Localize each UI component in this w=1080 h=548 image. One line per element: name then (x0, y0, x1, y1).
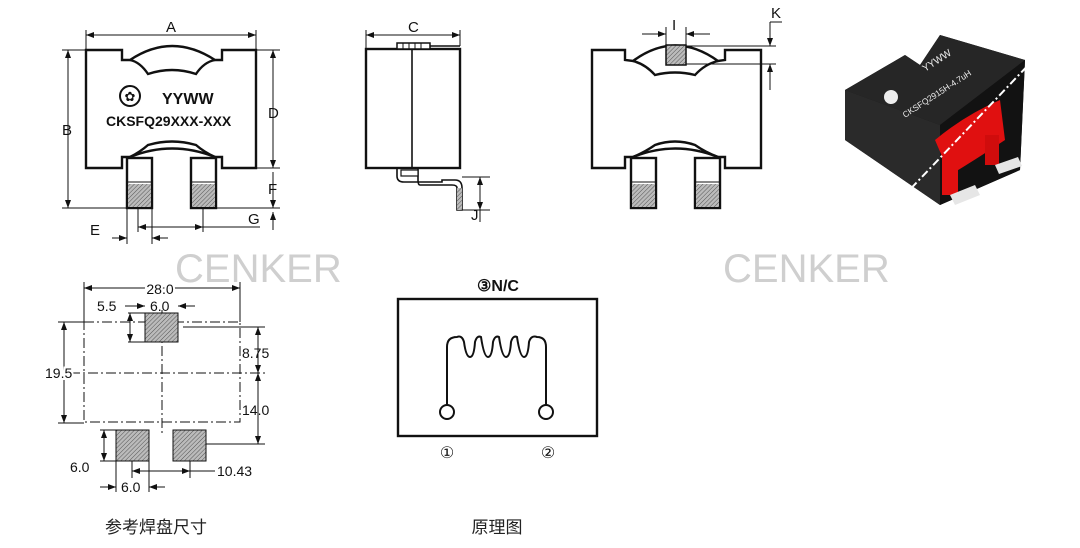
pin3-label: ③N/C (477, 278, 519, 295)
dim-label-c: C (408, 19, 419, 36)
dim-label-i: I (672, 17, 676, 34)
dim-label-d: D (268, 105, 279, 122)
product-3d-render: YYWW CKSFQ2915H-4.7uH (845, 35, 1036, 205)
dim-offset: 5.5 (97, 298, 117, 314)
back-view: I K (590, 5, 782, 210)
dim-total-height: 19.5 (45, 365, 72, 381)
dim-label-k: K (771, 5, 781, 22)
dim-upper-height: 8.75 (242, 345, 269, 361)
schematic-caption: 原理图 (472, 518, 523, 538)
dim-bottom-pad-height: 6.0 (70, 459, 90, 475)
watermark: CENKER (175, 247, 342, 291)
dim-top-pad-width: 6.0 (150, 298, 170, 314)
flower-logo-icon: ✿ (119, 85, 141, 107)
marking-date: YYWW (162, 91, 214, 108)
pin2-terminal (538, 404, 554, 420)
pin2-label: ② (541, 445, 555, 462)
dim-label-j: J (471, 207, 479, 224)
land-pattern-caption: 参考焊盘尺寸 (105, 518, 207, 538)
side-view: C J (364, 19, 490, 224)
pin1-terminal (439, 404, 455, 420)
dim-label-g: G (248, 211, 260, 228)
flower-logo-icon (884, 90, 898, 104)
front-view: ✿ YYWW CKSFQ29XXX-XXX A B D F G E (62, 19, 280, 244)
pin1-label: ① (440, 445, 454, 462)
land-pattern: 28.0 5.5 6.0 8.75 14.0 19.5 6.0 10.43 6.… (43, 279, 269, 538)
watermark: CENKER (723, 247, 890, 291)
dim-lower-height: 14.0 (242, 402, 269, 418)
dim-label-b: B (62, 122, 72, 139)
svg-text:✿: ✿ (125, 89, 136, 104)
dim-label-f: F (268, 181, 277, 198)
dim-pad-spacing: 10.43 (217, 463, 252, 479)
dim-label-a: A (166, 19, 176, 36)
dim-width: 28.0 (146, 281, 173, 297)
schematic: ③N/C ① ② 原理图 (396, 278, 599, 538)
dim-bottom-pad-width: 6.0 (121, 479, 141, 495)
dim-label-e: E (90, 222, 100, 239)
marking-part-number: CKSFQ29XXX-XXX (106, 113, 232, 129)
